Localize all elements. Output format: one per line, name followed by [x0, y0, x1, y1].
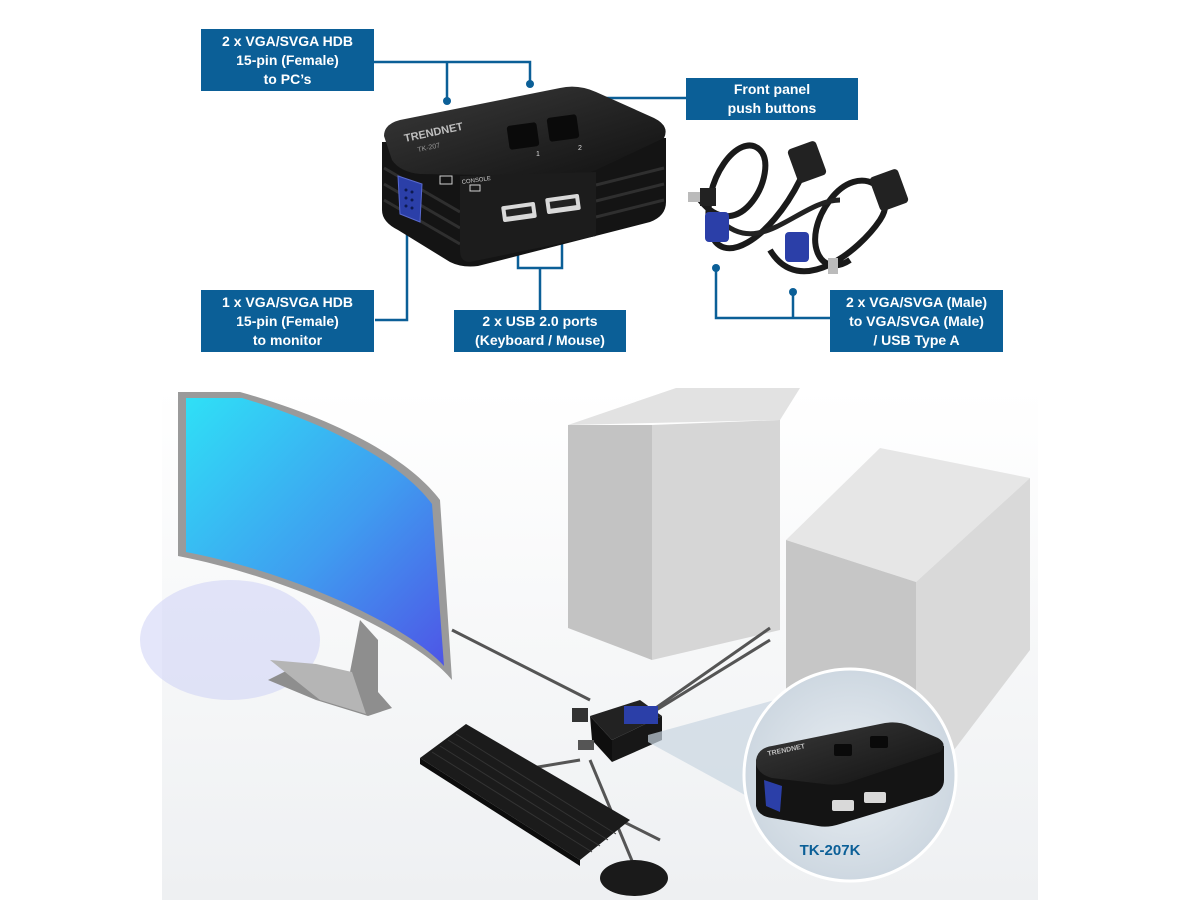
callout-monitor-port-line-1: 1 x VGA/SVGA HDB — [222, 293, 353, 310]
kvm-cable-set — [688, 141, 909, 275]
console-label: CONSOLE — [461, 176, 491, 186]
callout-pc-ports-line-2: 15-pin (Female) — [236, 51, 339, 68]
pc-tower-back — [568, 388, 800, 660]
monitor-screen — [186, 398, 444, 666]
callout-cables-line-1: 2 x VGA/SVGA (Male) — [845, 293, 988, 310]
callout-front-panel: Front panel push buttons — [686, 78, 858, 120]
button-2-label: 2 — [578, 145, 582, 152]
callout-front-panel-line-2: push buttons — [727, 100, 817, 116]
zoom-circle: TRENDNET — [742, 667, 958, 883]
scene-kvm-device — [572, 700, 662, 762]
callout-monitor-port: 1 x VGA/SVGA HDB 15-pin (Female) to moni… — [201, 290, 374, 352]
callout-pc-ports-line-1: 2 x VGA/SVGA HDB — [222, 32, 353, 49]
callout-usb-ports: 2 x USB 2.0 ports (Keyboard / Mouse) — [454, 310, 626, 352]
device-model-text: TK-207 — [417, 142, 441, 154]
callout-cables-line-2: to VGA/SVGA (Male) — [849, 312, 984, 329]
callout-cables-line-3: / USB Type A — [873, 331, 960, 348]
callout-usb-ports-line-1: 2 x USB 2.0 ports — [482, 313, 598, 329]
kvm-switch-device: TRENDNET TK-207 1 2 CONSOLE — [382, 86, 666, 267]
model-label: TK-207K — [799, 842, 861, 859]
button-1-label: 1 — [536, 151, 540, 158]
callout-pc-ports-line-3: to PC’s — [263, 70, 312, 87]
callout-cables: 2 x VGA/SVGA (Male) to VGA/SVGA (Male) /… — [830, 290, 1003, 352]
keyboard — [420, 724, 630, 866]
monitor — [178, 392, 452, 716]
callout-front-panel-line-1: Front panel — [733, 81, 811, 97]
callout-pc-ports: 2 x VGA/SVGA HDB 15-pin (Female) to PC’s — [201, 29, 374, 91]
callout-monitor-port-line-3: to monitor — [252, 331, 323, 348]
callout-usb-ports-line-2: (Keyboard / Mouse) — [475, 332, 605, 348]
callout-monitor-port-line-2: 15-pin (Female) — [236, 312, 339, 329]
mouse — [600, 860, 668, 896]
